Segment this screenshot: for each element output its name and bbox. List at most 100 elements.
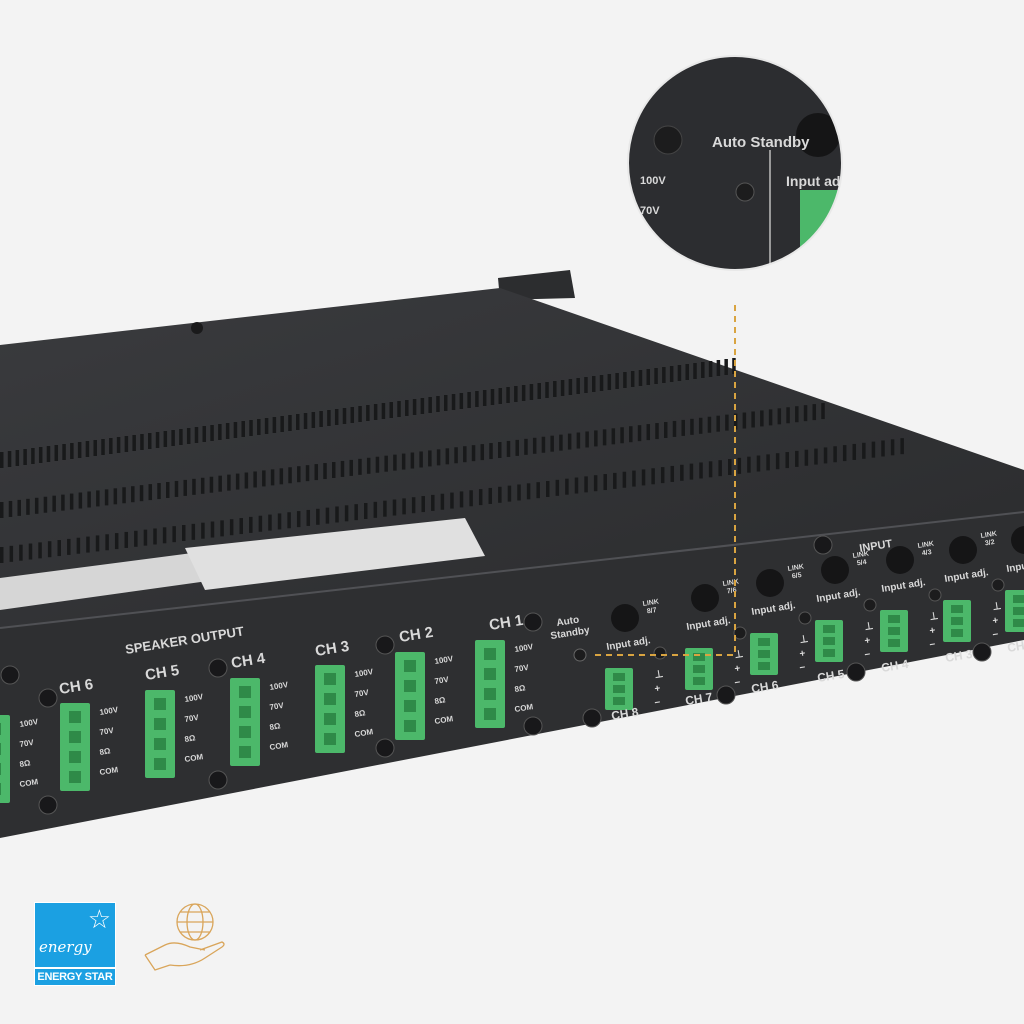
vent-slot [163,431,168,447]
vent-slot [701,362,705,378]
vent-slot [311,412,316,428]
vent-slot [113,488,118,505]
input-adj-knob[interactable] [821,556,849,584]
terminal-label: 100V [19,717,40,729]
input-adj-knob[interactable] [611,604,639,632]
input-adj-knob[interactable] [1011,526,1024,554]
terminal-pin [154,718,166,730]
link-button[interactable] [733,626,747,640]
energy-star-script: energy [39,938,92,956]
screw [208,658,228,678]
pin-label: ⊥ [799,634,810,646]
screw [208,770,228,790]
vent-slot [43,496,48,513]
link-button[interactable] [928,588,942,602]
terminal-label: 8Ω [269,721,282,732]
vent-slot [440,493,445,510]
terminal-pin [324,673,336,685]
vent-slot [526,483,531,500]
terminal-pin [0,783,1,795]
input-adj-knob[interactable] [691,584,719,612]
vent-slot [157,483,161,500]
auto-standby-button[interactable] [573,648,587,662]
vent-slot [451,394,456,410]
vent-slot [641,469,646,486]
vent-slot [498,486,502,503]
terminal-pin [613,673,625,681]
vent-slot [233,422,238,438]
vent-slot [546,481,550,497]
vent-slot [444,395,448,411]
pin-label: ⊥ [992,601,1003,613]
vent-slot [201,522,205,539]
terminal-label: COM [99,765,119,777]
vent-slot [105,534,109,551]
screw [375,635,395,655]
speaker-terminal-block [145,690,175,778]
vent-slot [718,460,722,477]
front-panel-edge [0,511,1024,629]
terminal-label: 70V [19,738,35,749]
vent-slot [506,387,510,403]
vent-slot [93,440,97,456]
screw [375,738,395,758]
vent-slot [340,460,345,477]
screw [0,665,20,685]
input-adj-knob[interactable] [949,536,977,564]
vent-slot [366,405,370,421]
vent-slot [296,414,300,430]
vent-slot [685,364,689,380]
vent-slot [775,453,780,470]
vent-slot [602,429,607,446]
energy-star-logo: ☆ energy ENERGY STAR [34,902,116,986]
vent-slot [344,505,349,522]
vent-slot [323,463,327,480]
vent-slot [316,508,320,525]
vent-slot [478,489,483,506]
speaker-terminal-block [230,678,260,766]
vent-slot [172,526,176,543]
vent-slot [166,482,170,498]
vent-slot [669,366,674,382]
input-channel-label: CH 8 [610,705,640,723]
terminal-label: 70V [99,726,115,737]
vent-slot [660,467,665,484]
terminal-label: COM [184,752,204,764]
terminal-pin [239,706,251,718]
vent-slot [728,459,732,475]
pin-label: ⊥ [654,669,665,681]
input-adj-knob[interactable] [756,569,784,597]
vent-slot [467,392,471,408]
vent-slot [162,527,167,544]
terminal-label: 8Ω [19,758,32,769]
vent-slot [716,360,721,376]
terminal-pin [239,746,251,758]
speaker-terminal-block [60,703,90,791]
terminal-pin [69,751,81,763]
input-adj-knob[interactable] [886,546,914,574]
link-button[interactable] [991,578,1005,592]
vent-slot [410,452,415,469]
rack-bracket [498,270,575,300]
vent-slot [218,424,222,440]
link-button[interactable] [863,598,877,612]
vent-slot [239,518,243,535]
vent-slot [131,486,135,503]
vent-slot [109,438,113,454]
vent-slot [249,516,253,533]
vent-slot [241,421,245,437]
terminal-pin [69,731,81,743]
vent-slot [576,432,581,449]
terminal-pin [404,680,416,692]
screw [582,708,602,728]
magnifier-auto-standby: Auto Standby [712,134,810,151]
vent-slot [842,445,847,462]
link-button[interactable] [798,611,812,625]
terminal-label: COM [19,777,39,789]
link-button[interactable] [653,646,667,660]
vent-slot [186,428,191,444]
vent-slot [871,441,876,458]
vent-slot [630,371,635,387]
screw [813,535,833,555]
terminal-pin [69,711,81,723]
